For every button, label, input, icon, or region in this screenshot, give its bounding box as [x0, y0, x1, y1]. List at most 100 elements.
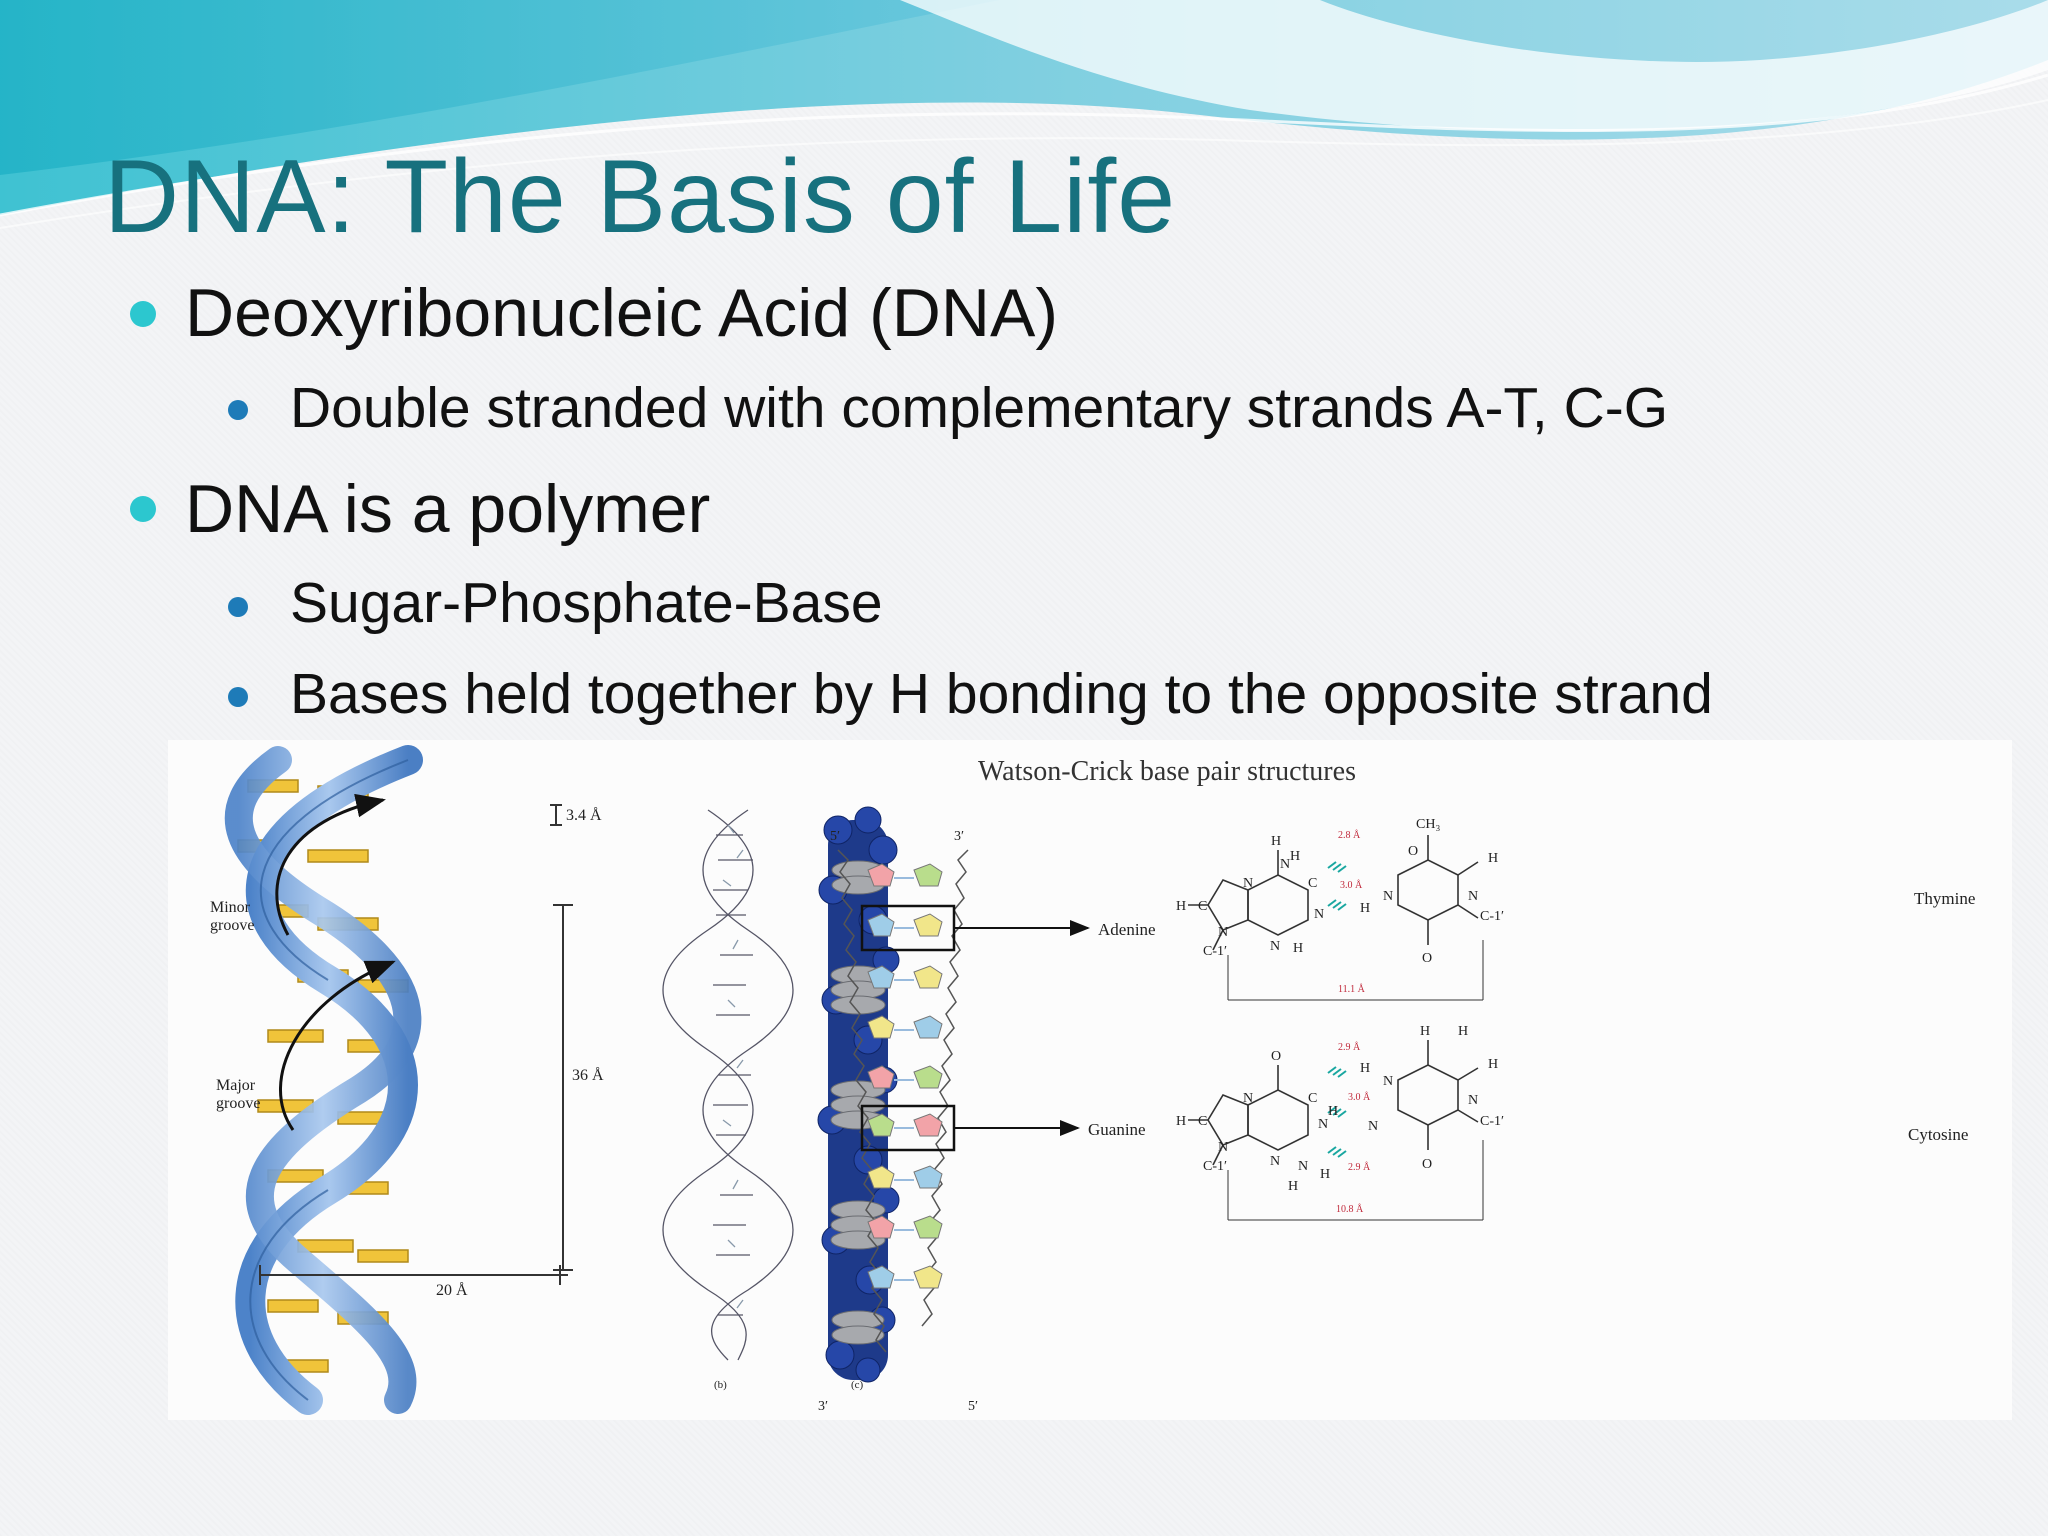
- svg-text:H: H: [1458, 1024, 1468, 1039]
- at-hbonds: [1327, 861, 1347, 911]
- header-wave-decoration: [0, 0, 2048, 229]
- svg-text:H: H: [1360, 901, 1370, 916]
- strand-5-bottom: 5′: [968, 1399, 978, 1414]
- svg-text:C-1′: C-1′: [1203, 944, 1227, 959]
- bullet-dna-polymer: DNA is a polymer: [185, 471, 711, 547]
- strand-5-top: 5′: [830, 829, 840, 844]
- rise-label: 3.4 Å: [566, 806, 602, 824]
- ladder-pair-cg-2: [867, 1065, 943, 1089]
- svg-text:O: O: [1408, 844, 1418, 859]
- ladder-pair-at-1: [867, 913, 943, 937]
- watson-crick-title: Watson-Crick base pair structures: [978, 756, 1356, 787]
- svg-text:O: O: [1422, 951, 1432, 966]
- minor-groove-label-2: groove: [210, 917, 254, 934]
- methyl-label: CH₃: [1416, 817, 1440, 832]
- svg-text:H: H: [1488, 851, 1498, 866]
- svg-text:C-1′: C-1′: [1480, 909, 1504, 924]
- svg-text:N: N: [1218, 925, 1228, 940]
- svg-text:N: N: [1270, 939, 1280, 954]
- at-pair-structure: [1188, 835, 1484, 1001]
- svg-text:O: O: [1271, 1049, 1281, 1064]
- pitch-label: 36 Å: [572, 1066, 604, 1084]
- ladder-pair-cg-1: [867, 863, 943, 887]
- svg-text:C-1′: C-1′: [1203, 1159, 1227, 1174]
- ladder-pair-at-3: [867, 1265, 943, 1289]
- thymine-label: Thymine: [1914, 889, 1975, 908]
- svg-text:N: N: [1218, 1140, 1228, 1155]
- svg-text:H: H: [1176, 899, 1186, 914]
- svg-text:N: N: [1280, 857, 1290, 872]
- svg-text:H: H: [1420, 1024, 1430, 1039]
- at-distance: 11.1 Å: [1338, 983, 1366, 995]
- gc-pair-structure: [1188, 1040, 1484, 1221]
- bullet-marker: [130, 301, 156, 327]
- model-c-label: (c): [851, 1379, 864, 1391]
- strand-3-top: 3′: [954, 829, 964, 844]
- ladder-pair-at-2: [867, 965, 943, 989]
- at-bond-1: 2.8 Å: [1338, 829, 1361, 841]
- gc-bond-2: 3.0 Å: [1348, 1091, 1371, 1103]
- svg-text:H: H: [1320, 1167, 1330, 1182]
- gc-hbonds: [1327, 1066, 1347, 1158]
- svg-text:N: N: [1383, 889, 1393, 904]
- sub-bullet-sugar-phosphate-base: Sugar-Phosphate-Base: [290, 571, 883, 635]
- ladder-pair-ta-2: [867, 1165, 943, 1189]
- svg-text:N: N: [1468, 889, 1478, 904]
- guanine-label: Guanine: [1088, 1120, 1146, 1139]
- svg-text:H: H: [1488, 1057, 1498, 1072]
- base-pair-ladder: 5′ 3′ 3′ 5′: [818, 829, 1156, 1414]
- svg-text:N: N: [1270, 1154, 1280, 1169]
- gc-bond-1: 2.9 Å: [1338, 1041, 1361, 1053]
- svg-text:H: H: [1293, 941, 1303, 956]
- slide-title: DNA: The Basis of Life: [104, 139, 1177, 255]
- svg-text:H: H: [1176, 1114, 1186, 1129]
- svg-text:N: N: [1468, 1093, 1478, 1108]
- svg-text:H: H: [1328, 1104, 1338, 1119]
- adenine-label: Adenine: [1098, 920, 1156, 939]
- svg-text:N: N: [1383, 1074, 1393, 1089]
- svg-text:C: C: [1308, 1091, 1317, 1106]
- sub-bullet-marker: [228, 687, 248, 707]
- svg-text:C: C: [1198, 899, 1207, 914]
- svg-text:N: N: [1314, 907, 1324, 922]
- major-groove-label: Major: [216, 1077, 256, 1094]
- svg-text:O: O: [1422, 1157, 1432, 1172]
- major-groove-label-2: groove: [216, 1095, 260, 1112]
- sub-bullet-h-bonding: Bases held together by H bonding to the …: [290, 662, 1713, 726]
- svg-text:C: C: [1308, 876, 1317, 891]
- sub-bullet-double-stranded: Double stranded with complementary stran…: [290, 376, 1669, 440]
- model-b-label: (b): [714, 1379, 727, 1391]
- width-label: 20 Å: [436, 1281, 468, 1299]
- svg-text:N: N: [1298, 1159, 1308, 1174]
- gc-bond-3: 2.9 Å: [1348, 1161, 1371, 1173]
- helix-ribbon-model: Minor groove Major groove 3.4 Å 36 Å 20 …: [210, 745, 604, 1415]
- bullet-marker: [130, 496, 156, 522]
- ladder-pair-cg-3: [867, 1215, 943, 1239]
- svg-text:C-1′: C-1′: [1480, 1114, 1504, 1129]
- svg-text:N: N: [1318, 1117, 1328, 1132]
- at-bond-2: 3.0 Å: [1340, 879, 1363, 891]
- cytosine-label: Cytosine: [1908, 1125, 1968, 1144]
- svg-text:N: N: [1243, 876, 1253, 891]
- sub-bullet-marker: [228, 400, 248, 420]
- svg-text:N: N: [1368, 1119, 1378, 1134]
- ladder-pair-gc: [867, 1113, 943, 1137]
- stick-model: [662, 809, 794, 1361]
- gc-distance: 10.8 Å: [1336, 1203, 1364, 1215]
- space-filling-model: [817, 806, 900, 1383]
- dna-structure-figure: Minor groove Major groove 3.4 Å 36 Å 20 …: [168, 740, 2012, 1420]
- sub-bullet-marker: [228, 597, 248, 617]
- minor-groove-label: Minor: [210, 899, 251, 916]
- figure-canvas: Minor groove Major groove 3.4 Å 36 Å 20 …: [210, 745, 1975, 1415]
- svg-text:H: H: [1288, 1179, 1298, 1194]
- bullet-deoxyribonucleic-acid: Deoxyribonucleic Acid (DNA): [185, 275, 1058, 351]
- strand-3-bottom: 3′: [818, 1399, 828, 1414]
- svg-text:H: H: [1360, 1061, 1370, 1076]
- ladder-pair-ta: [867, 1015, 943, 1039]
- svg-text:H: H: [1271, 834, 1281, 849]
- svg-text:H: H: [1290, 849, 1300, 864]
- svg-text:C: C: [1198, 1114, 1207, 1129]
